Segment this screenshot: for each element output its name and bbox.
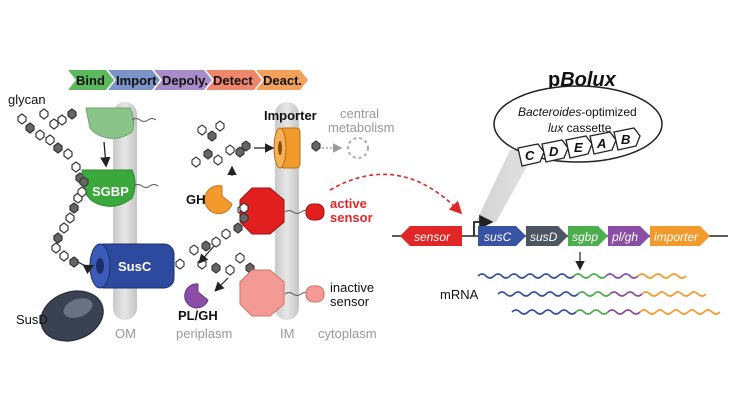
- gene-importer: [650, 226, 710, 246]
- lux-gene-a-label: A: [596, 136, 606, 151]
- lux-gene-c-label: C: [525, 148, 535, 163]
- mrna-3-blue: [511, 309, 577, 315]
- susc-pore: [96, 258, 104, 274]
- gene-sgbp: [568, 226, 608, 246]
- mrna-label: mRNA: [440, 287, 479, 302]
- susc-arrow: [77, 261, 95, 275]
- step-bind-label: Bind: [76, 73, 105, 88]
- active-sensor-label-2: sensor: [330, 210, 373, 225]
- step-detect-arrow: [206, 70, 262, 90]
- gene-sensor-label: sensor: [414, 230, 451, 244]
- step-import-arrow: [108, 70, 160, 90]
- step-deact-arrow: [256, 70, 308, 90]
- mrna-2-purple: [609, 291, 643, 297]
- activation-arrow: [329, 173, 463, 215]
- gene-sgbp-label: sgbp: [572, 230, 598, 244]
- lux-gene-b: [613, 127, 641, 151]
- lux-gene-e-label: E: [574, 140, 583, 155]
- sgbp-bound: [81, 169, 136, 207]
- expression-beam: [476, 150, 536, 222]
- mrna-3-orange: [639, 309, 721, 315]
- lux-gene-b-label: B: [621, 132, 630, 147]
- susc-label: SusC: [118, 259, 152, 274]
- gene-susd: [526, 226, 568, 246]
- inactive-sensor-label-2: sensor: [330, 294, 370, 309]
- inactive-sensor-tether: [284, 292, 310, 296]
- cassette-line1: Bacteroides-optimized: [518, 105, 637, 119]
- susd-hole: [63, 298, 93, 318]
- step-import-label: Import: [116, 73, 157, 88]
- glycan-through-susc: [175, 258, 185, 270]
- lux-gene-c: [517, 143, 545, 167]
- inactive-sensor-cytoplasmic: [305, 285, 325, 303]
- gene-importer-label: importer: [654, 230, 699, 244]
- gene-plgh: [608, 226, 650, 246]
- gene-susc: [478, 226, 526, 246]
- gene-sensor: [400, 226, 462, 246]
- sensor-bound-sugar: [239, 202, 249, 224]
- susd-label: SusD: [16, 312, 48, 327]
- mrna-3-purple: [607, 309, 641, 315]
- plgh-enzyme: [184, 283, 209, 309]
- periplasm-label: periplasm: [176, 326, 232, 341]
- gh-enzyme: [204, 185, 233, 215]
- gh-label: GH: [186, 192, 206, 207]
- periplasm-arrow-3: [198, 245, 215, 264]
- periplasm-arrow-2: [214, 277, 229, 292]
- mrna-2-orange: [641, 291, 707, 297]
- promoter-arrow: [473, 214, 494, 236]
- cytoplasm-label: cytoplasm: [318, 326, 377, 341]
- sgbp-label: SGBP: [92, 184, 129, 199]
- mrna-2-blue: [497, 291, 579, 297]
- importer-label: Importer: [264, 108, 317, 123]
- step-detect-label: Detect: [213, 73, 253, 88]
- glycan-chain-lower: [51, 192, 83, 268]
- sgbp-move-arrow: [100, 141, 111, 168]
- active-sensor-tether: [284, 210, 310, 214]
- step-depoly-label: Depoly.: [162, 73, 208, 88]
- gene-plgh-label: pl/gh: [611, 230, 638, 244]
- gene-susd-label: susD: [530, 230, 558, 244]
- step-banner: Bind Import Depoly. Detect Deact.: [68, 70, 308, 90]
- mrna-2-green: [577, 291, 611, 297]
- inactive-sensor-periplasmic: [239, 269, 285, 317]
- active-sensor-cytoplasmic: [305, 203, 325, 221]
- sgbp-top-tether: [131, 118, 157, 122]
- sgbp-top: [85, 107, 135, 139]
- central-metabolism-label-2: metabolism: [328, 120, 394, 135]
- glycan-label: glycan: [8, 92, 46, 107]
- inactive-sensor-label-1: inactive: [330, 280, 374, 295]
- metabolism-cycle-icon: [347, 137, 369, 159]
- cassette-line2: lux cassette: [548, 121, 612, 135]
- lux-gene-a: [589, 131, 617, 155]
- mrna-transcripts: [477, 273, 721, 315]
- lux-gene-d: [541, 139, 569, 163]
- step-depoly-arrow: [154, 70, 212, 90]
- mrna-1-green: [573, 273, 607, 279]
- central-metabolism-label-1: central: [340, 106, 379, 121]
- om-label: OM: [115, 326, 136, 341]
- gene-susc-label: susC: [484, 230, 512, 244]
- step-bind-arrow: [68, 70, 114, 90]
- mrna-1-blue: [477, 273, 575, 279]
- step-deact-label: Deact.: [263, 73, 302, 88]
- glycan-on-sgbp: [77, 176, 89, 198]
- mrna-1-purple: [605, 273, 639, 279]
- im-label: IM: [280, 326, 294, 341]
- sgbp-tether: [133, 184, 159, 188]
- lux-genes: [517, 127, 641, 167]
- importer-sugar: [241, 140, 321, 152]
- active-sensor-label-1: active: [330, 196, 367, 211]
- mrna-3-green: [575, 309, 609, 315]
- lux-gene-e: [565, 135, 593, 159]
- plgh-label: PL/GH: [178, 308, 218, 323]
- mrna-1-orange: [637, 273, 687, 279]
- glycan-chain: [17, 108, 85, 184]
- importer-pore: [278, 141, 282, 155]
- lux-gene-d-label: D: [549, 144, 559, 159]
